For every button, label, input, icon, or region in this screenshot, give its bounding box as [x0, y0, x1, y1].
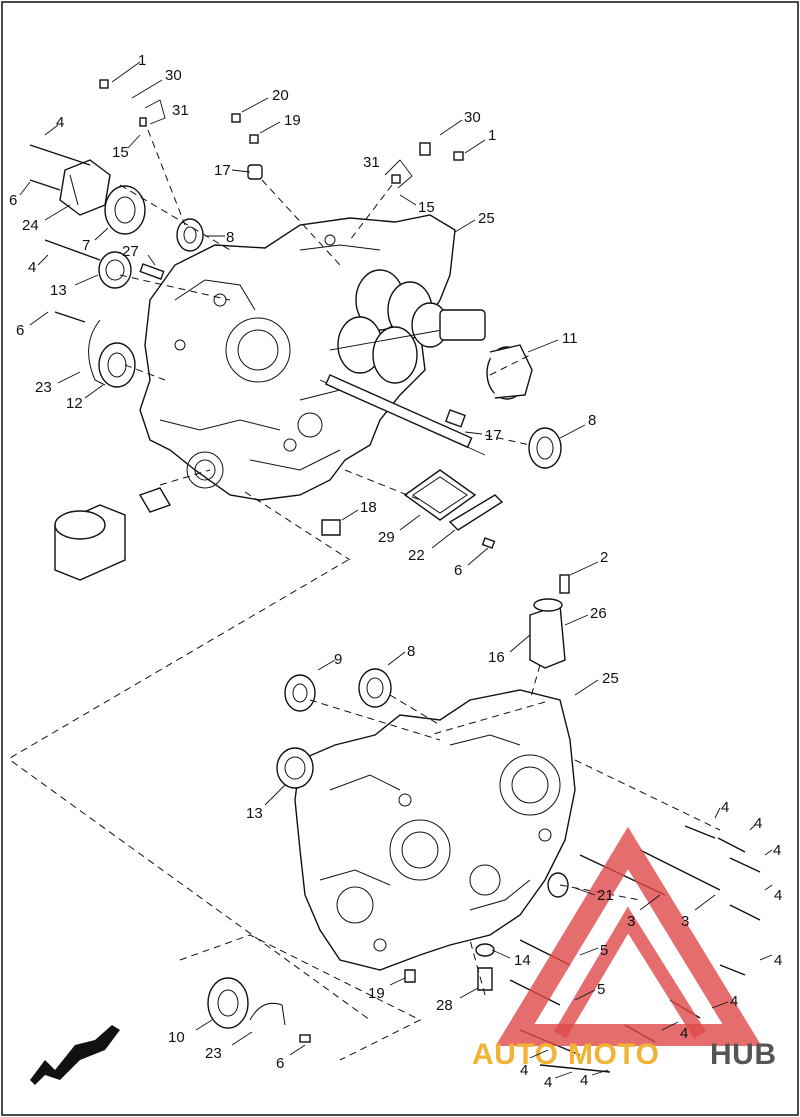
callout-20: 20: [272, 87, 289, 104]
callout-21: 21: [597, 887, 614, 904]
callout-29: 29: [378, 529, 395, 546]
callout-19: 19: [284, 112, 301, 129]
callout-1: 1: [138, 52, 146, 69]
callout-4-r1: 4: [721, 799, 729, 816]
alignment-lines: [9, 129, 721, 1061]
callout-9: 9: [334, 651, 342, 668]
callout-2: 2: [600, 549, 608, 566]
callout-6-top: 6: [9, 192, 17, 209]
callout-6-mid: 6: [16, 322, 24, 339]
callout-4-mid: 4: [28, 259, 36, 276]
callout-5-top: 5: [600, 942, 608, 959]
lower-bearings: [276, 668, 569, 991]
callout-6-lower: 6: [276, 1055, 284, 1072]
screen-and-plate: [321, 469, 504, 536]
transmission-gears: [319, 269, 486, 456]
callout-18: 18: [360, 499, 377, 516]
callout-26: 26: [590, 605, 607, 622]
callout-4-r3: 4: [773, 842, 781, 859]
callout-24: 24: [22, 217, 39, 234]
callout-13-lower: 13: [246, 805, 263, 822]
callout-10: 10: [168, 1029, 185, 1046]
callout-4-b1: 4: [520, 1062, 528, 1079]
callout-30: 30: [165, 67, 182, 84]
callout-15: 15: [112, 144, 129, 161]
callout-16: 16: [488, 649, 505, 666]
callout-4-r6: 4: [730, 993, 738, 1010]
callout-13-top: 13: [50, 282, 67, 299]
bearing-11: [486, 344, 533, 400]
automotohub-watermark: AUTO MOTO HUB: [472, 826, 777, 1071]
callout-labels: 1 30 31 15 20 19 17 30 1 31 15 4 6 24 8 …: [9, 52, 782, 1091]
sensor-16: [529, 574, 570, 669]
callout-4-r4: 4: [774, 887, 782, 904]
callout-8-top: 8: [226, 229, 234, 246]
callout-8-lower: 8: [407, 643, 415, 660]
callout-19-lower: 19: [368, 985, 385, 1002]
callout-15-right: 15: [418, 199, 435, 216]
callout-5-lower: 5: [597, 981, 605, 998]
callout-4-r7: 4: [680, 1025, 688, 1042]
callout-17-right: 17: [485, 427, 502, 444]
watermark-moto: MOTO: [568, 1038, 659, 1071]
callout-4-r5: 4: [774, 952, 782, 969]
callout-3-right: 3: [681, 913, 689, 930]
lower-crankcase-half: [294, 689, 576, 971]
callout-23-top: 23: [35, 379, 52, 396]
callout-7: 7: [82, 237, 90, 254]
upper-fasteners: [29, 79, 496, 549]
watermark-hub: HUB: [710, 1038, 777, 1071]
callout-14: 14: [514, 952, 531, 969]
callout-22: 22: [408, 547, 425, 564]
callout-6-plate: 6: [454, 562, 462, 579]
callout-12: 12: [66, 395, 83, 412]
callout-4-top: 4: [56, 114, 64, 131]
callout-31-right: 31: [363, 154, 380, 171]
callout-8-right: 8: [588, 412, 596, 429]
callout-3-left: 3: [627, 913, 635, 930]
callout-27: 27: [122, 243, 139, 260]
oil-filter: [54, 487, 172, 581]
callout-4-b3: 4: [580, 1072, 588, 1089]
left-bearings: [88, 251, 136, 388]
callout-11: 11: [562, 330, 578, 347]
callout-17: 17: [214, 162, 231, 179]
callout-28: 28: [436, 997, 453, 1014]
watermark-auto: AUTO: [472, 1038, 558, 1071]
seal-8-right: [528, 427, 562, 469]
callout-25-lower: 25: [602, 670, 619, 687]
callout-31: 31: [172, 102, 189, 119]
brand-logo: [30, 1025, 120, 1085]
callout-4-r2: 4: [754, 815, 762, 832]
bearing-10: [207, 977, 311, 1043]
callout-4-b2: 4: [544, 1074, 552, 1091]
callout-25-top: 25: [478, 210, 495, 227]
callout-1-right: 1: [488, 127, 496, 144]
callout-23-lower: 23: [205, 1045, 222, 1062]
callout-30-right: 30: [464, 109, 481, 126]
left-cover-parts: [59, 159, 204, 252]
